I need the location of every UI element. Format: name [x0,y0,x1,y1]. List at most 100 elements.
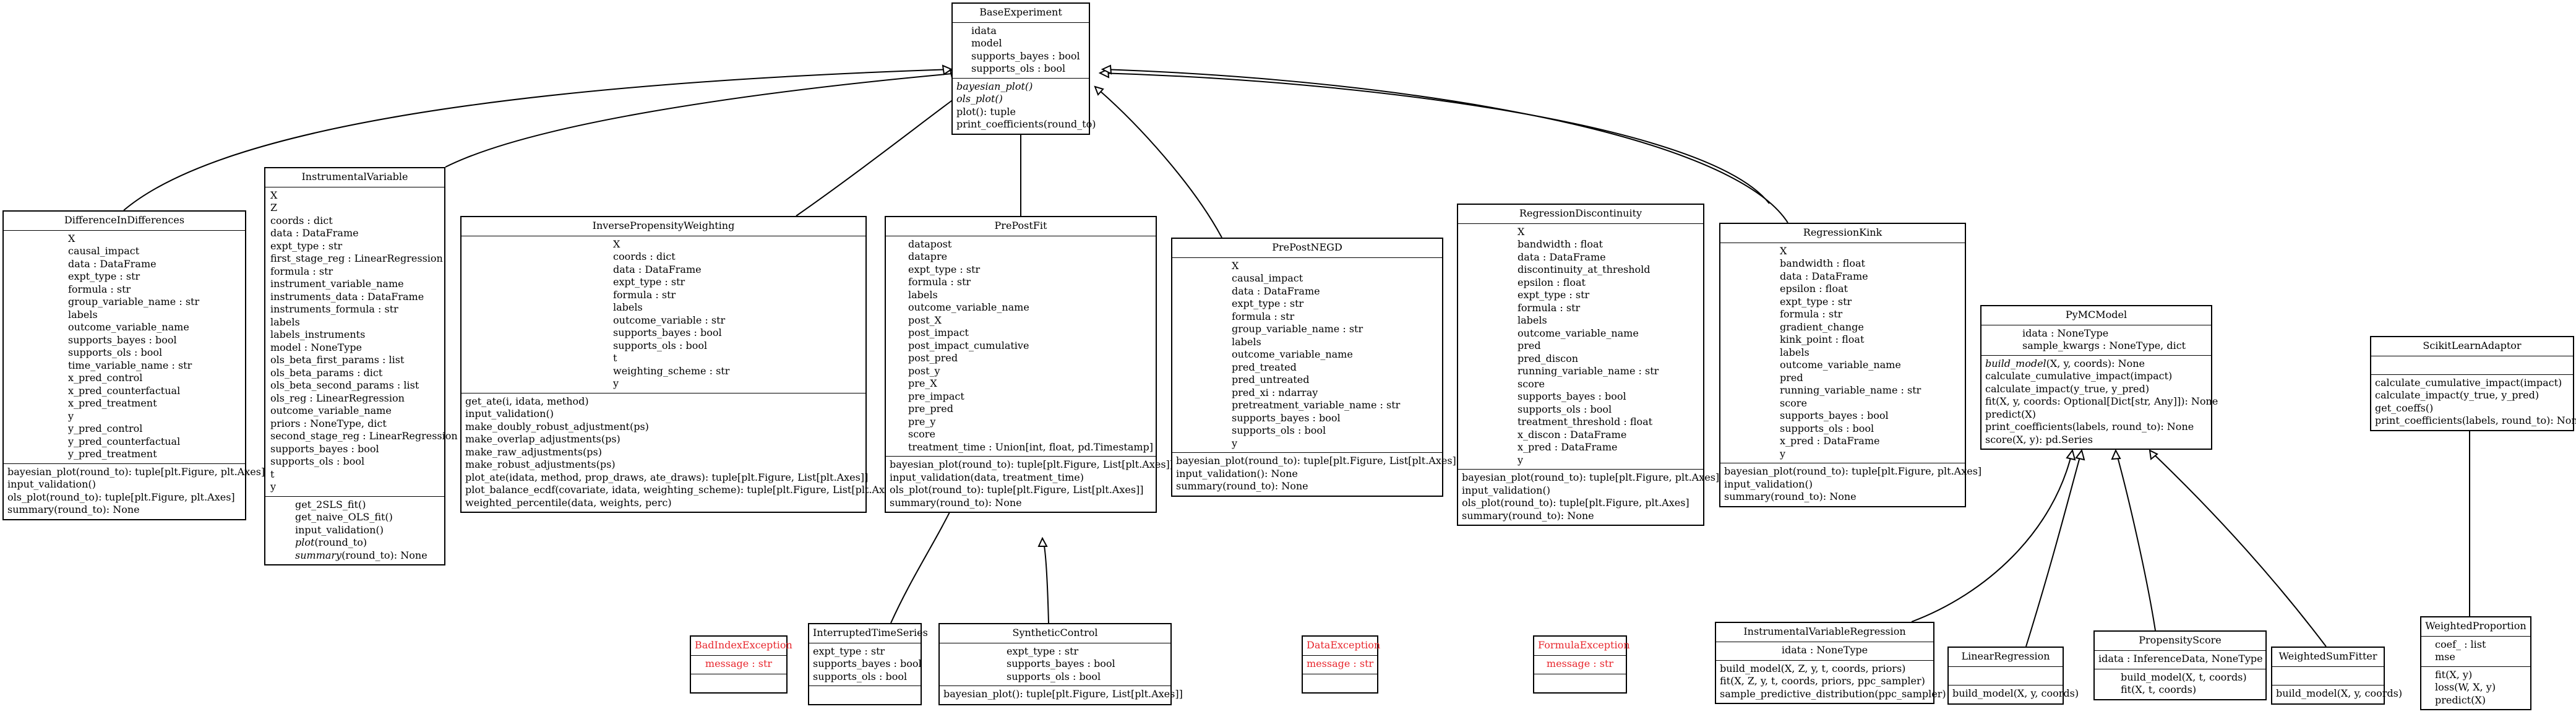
attribute: expt_type : str [1007,645,1079,657]
attribute: outcome_variable_name [1780,359,1901,371]
class-name: DataException [1303,637,1380,656]
attribute: y [270,481,277,492]
method: input_validation() [1724,478,1813,490]
attributes-section: idata : InferenceData, NoneType [2095,651,2265,669]
attribute: datapre [908,251,948,262]
attribute: formula : str [613,288,676,301]
attribute: labels [1232,335,1261,348]
arrowhead-did [942,64,953,75]
attribute: y [1518,453,1524,466]
attributes-section: message : str [1303,656,1377,674]
attribute: bandwidth : float [1780,257,1865,269]
attribute: data : DataFrame [1518,251,1606,263]
attribute: labels [908,288,938,301]
method: print_coefficients(round_to) [956,118,1096,130]
edge-rk-base [1102,69,1788,223]
attribute: outcome_variable : str [613,314,726,326]
class-name: PyMCModel [1981,306,2211,325]
method: fit(X, Z, y, t, coords, priors, ppc_samp… [1720,675,1925,687]
attribute: y_pred_control [68,423,143,434]
attributes-section: idata : NoneType [1716,642,1933,660]
attribute: bandwidth : float [1518,238,1603,250]
attribute: time_variable_name : str [68,359,192,371]
method: fit(X, t, coords) [2121,684,2197,695]
attribute: data : DataFrame [68,257,157,270]
attribute: labels [1780,346,1810,358]
attribute: y_pred_treatment [68,448,157,460]
method: input_validation() [1462,484,1550,496]
attribute: idata : NoneType [1781,643,1868,656]
attribute: formula : str [270,265,333,277]
class-name: PrePostFit [886,217,1156,236]
attribute: supports_bayes : bool [68,333,177,346]
methods-section [691,673,786,692]
attribute: outcome_variable_name [68,321,189,333]
arrowhead-ps [2111,449,2121,460]
attribute: supports_bayes : bool [813,658,922,669]
methods-section: build_model(X, y, coords) [2272,684,2402,703]
method: summary(round_to): None [890,496,1022,509]
methods-section: build_model(X, Z, y, t, coords, priors)f… [1716,660,1946,703]
attribute: supports_bayes : bool [270,442,379,455]
edge-wsf-pymc [2149,450,2327,647]
methods-section: bayesian_plot(round_to): tuple[plt.Figur… [1172,452,1461,496]
attribute: expt_type : str [613,276,685,288]
class-name: RegressionKink [1720,224,1965,243]
class-name: InversePropensityWeighting [462,217,865,236]
attributes-section [1949,667,2063,685]
attribute: supports_bayes : bool [971,49,1080,62]
methods-section: build_model(X, y, coords) [1949,684,2079,703]
class-name: SyntheticControl [940,624,1170,643]
attribute: supports_bayes : bool [1780,410,1889,421]
class-name: InstrumentalVariable [265,168,444,187]
attribute: ols_beta_params : dict [270,366,383,379]
attribute: model : NoneType [270,341,363,353]
methods-section: calculate_cumulative_impact(impact)calcu… [2371,374,2576,430]
method: summary(round_to): None [7,504,140,515]
attribute: epsilon : float [1518,276,1586,288]
method: bayesian_plot(round_to): tuple[plt.Figur… [890,458,1174,470]
attribute: datapost [908,238,952,250]
method: fit(X, y, coords: Optional[Dict[str, Any… [1985,395,2218,407]
method: bayesian_plot(round_to): tuple[plt.Figur… [1462,471,1720,483]
method: calculate_impact(y_true, y_pred) [1985,382,2150,395]
attribute: X [1232,259,1239,272]
edge-ps-pymc [2115,450,2156,631]
method: summary(round_to): None [1176,480,1308,492]
method: make_overlap_adjustments(ps) [465,433,620,445]
attribute: message : str [1307,657,1374,669]
method: plot(): tuple [956,105,1016,118]
method: ols_plot() [956,93,1003,105]
attribute: supports_ols : bool [613,339,708,351]
method: weighted_percentile(data, weights, perc) [465,496,672,509]
method: get_ate(i, idata, method) [465,395,589,407]
arrowhead-sc [1037,536,1048,547]
attribute: model [971,37,1002,49]
method: bayesian_plot(round_to): tuple[plt.Figur… [7,465,265,478]
method: build_model(X, y, coords): None [1985,357,2145,369]
method: get_2SLS_fit() [295,498,366,510]
method: ols_plot(round_to): tuple[plt.Figure, pl… [1462,497,1689,509]
arrowhead-lr [2075,449,2085,461]
methods-section [1534,673,1626,692]
methods-section: build_model(X, t, coords)fit(X, t, coord… [2095,668,2265,699]
attribute: pred_untreated [1232,374,1310,385]
edge-lr-pymc [2025,450,2082,647]
method: summary(round_to): None [1724,491,1857,502]
attribute: labels_instruments [270,329,366,340]
method: bayesian_plot(round_to): tuple[plt.Figur… [1176,455,1461,466]
method: score(X, y): pd.Series [1985,433,2093,445]
attribute: epsilon : float [1780,283,1848,294]
